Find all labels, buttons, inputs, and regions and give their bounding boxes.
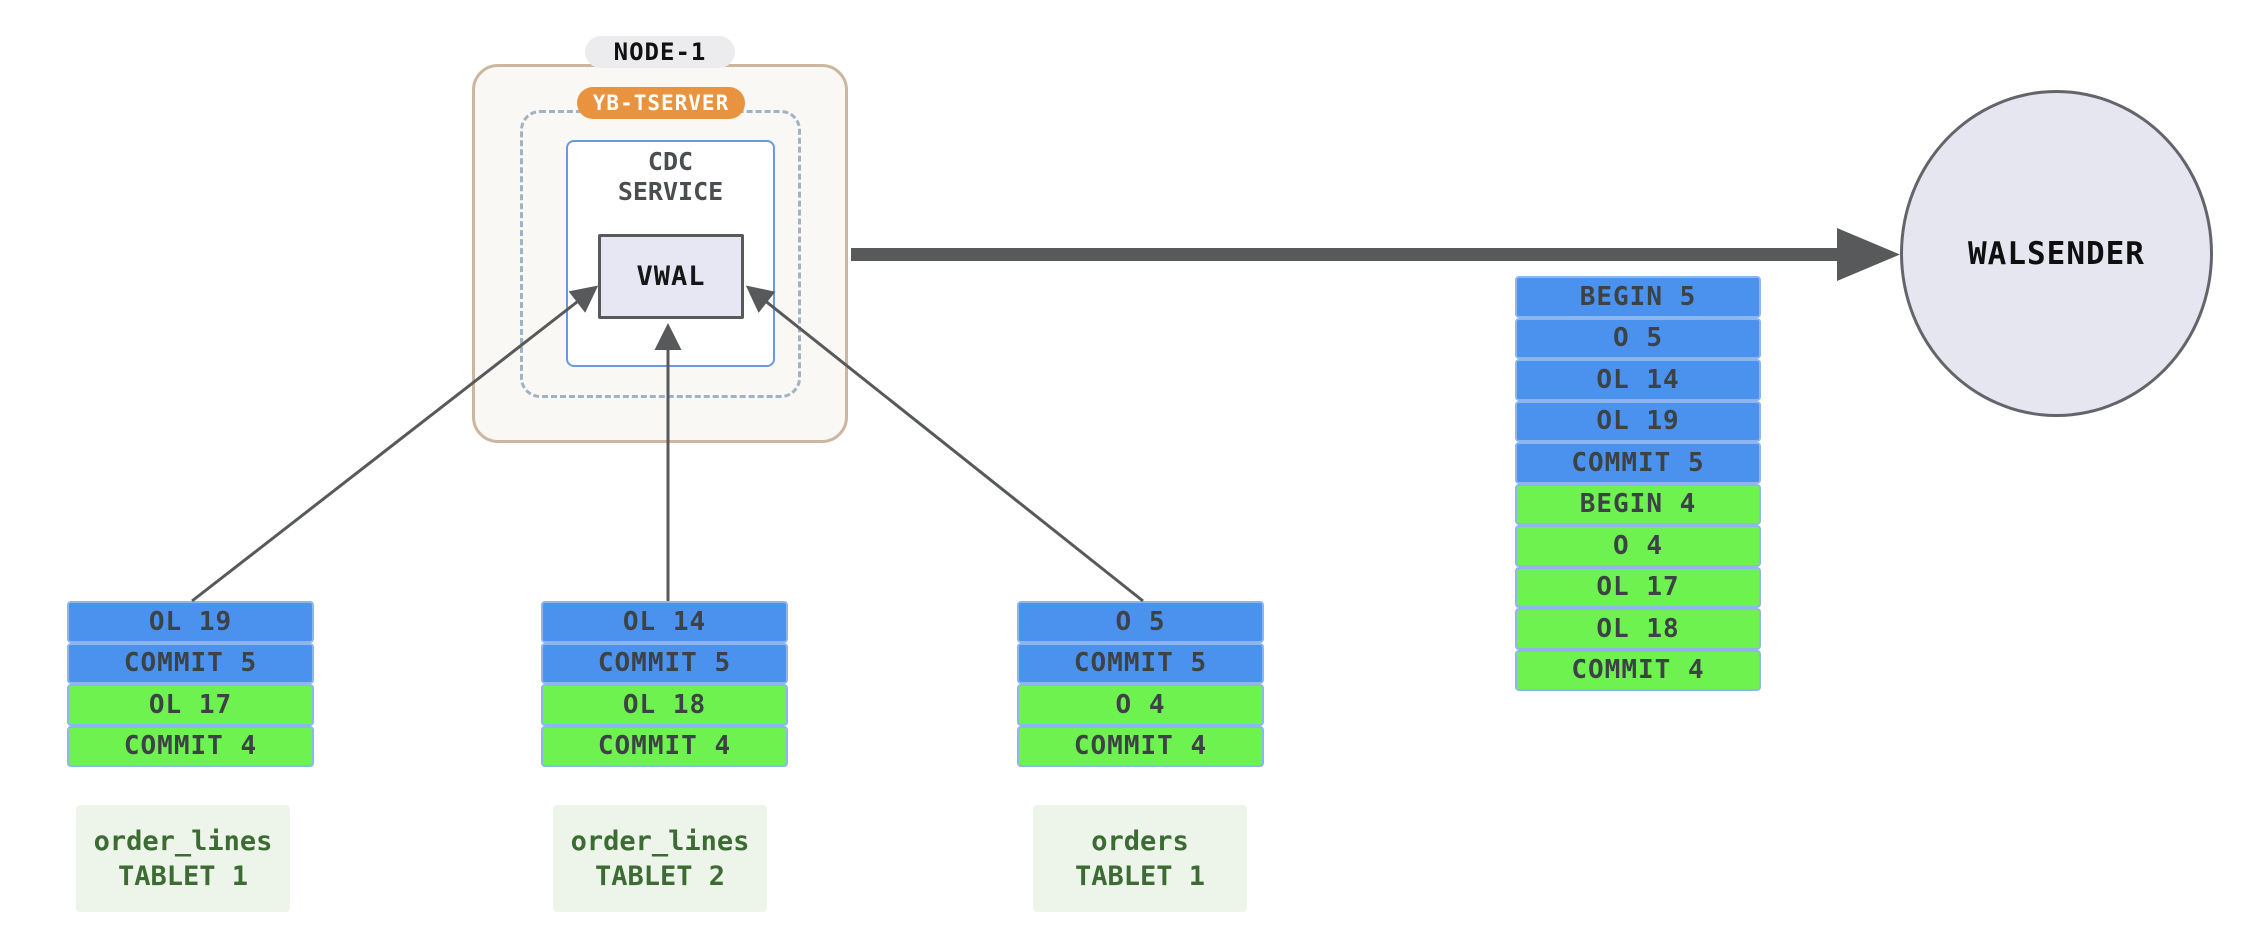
tablet-cell: OL 17 — [67, 684, 314, 726]
walsender-circle: WALSENDER — [1900, 90, 2213, 417]
cdc-service-label-line1: CDC — [647, 147, 694, 176]
tablet-cell: O 4 — [1017, 684, 1264, 726]
tablet-label-line1: order_lines — [93, 825, 273, 857]
tablet-label-line1: orders — [1091, 825, 1189, 857]
order-lines-tablet-2-label: order_lines TABLET 2 — [553, 805, 767, 912]
stream-cell: COMMIT 5 — [1515, 442, 1761, 484]
tablet-label-line2: TABLET 2 — [594, 860, 726, 892]
orders-tablet-1-label: orders TABLET 1 — [1033, 805, 1247, 912]
tablet-cell: OL 19 — [67, 601, 314, 643]
node-1-pill: NODE-1 — [585, 36, 735, 68]
walsender-label: WALSENDER — [1968, 235, 2145, 272]
tablet-label-line2: TABLET 1 — [117, 860, 249, 892]
stream-cell: OL 19 — [1515, 400, 1761, 442]
cdc-service-label-line2: SERVICE — [617, 177, 724, 206]
tablet-cell: O 5 — [1017, 601, 1264, 643]
stream-cell: OL 14 — [1515, 359, 1761, 401]
yb-tserver-label: YB-TSERVER — [592, 91, 730, 115]
tablet-cell: COMMIT 5 — [541, 642, 788, 684]
stream-cell: BEGIN 4 — [1515, 483, 1761, 525]
stream-cell: OL 18 — [1515, 608, 1761, 650]
orders-tablet-1-stack: O 5 COMMIT 5 O 4 COMMIT 4 — [1017, 601, 1264, 767]
vwal-to-walsender-arrowhead — [1837, 228, 1900, 281]
vwal-label: VWAL — [636, 261, 706, 292]
yb-tserver-pill: YB-TSERVER — [577, 87, 745, 119]
tablet-label-line1: order_lines — [570, 825, 750, 857]
tablet-cell: OL 18 — [541, 684, 788, 726]
stream-cell: O 5 — [1515, 317, 1761, 359]
tablet-cell: COMMIT 4 — [541, 725, 788, 767]
order-lines-tablet-2-stack: OL 14 COMMIT 5 OL 18 COMMIT 4 — [541, 601, 788, 767]
stream-cell: O 4 — [1515, 525, 1761, 567]
stream-cell: COMMIT 4 — [1515, 649, 1761, 691]
tablet-cell: OL 14 — [541, 601, 788, 643]
tablet-cell: COMMIT 4 — [67, 725, 314, 767]
stream-cell: BEGIN 5 — [1515, 276, 1761, 318]
tablet-cell: COMMIT 4 — [1017, 725, 1264, 767]
merged-stream-stack: BEGIN 5 O 5 OL 14 OL 19 COMMIT 5 BEGIN 4… — [1515, 276, 1761, 691]
tablet-cell: COMMIT 5 — [1017, 642, 1264, 684]
order-lines-tablet-1-label: order_lines TABLET 1 — [76, 805, 290, 912]
vwal-box: VWAL — [598, 234, 744, 319]
tablet-cell: COMMIT 5 — [67, 642, 314, 684]
order-lines-tablet-1-stack: OL 19 COMMIT 5 OL 17 COMMIT 4 — [67, 601, 314, 767]
stream-cell: OL 17 — [1515, 566, 1761, 608]
tablet-label-line2: TABLET 1 — [1074, 860, 1206, 892]
node-1-label: NODE-1 — [613, 38, 707, 66]
